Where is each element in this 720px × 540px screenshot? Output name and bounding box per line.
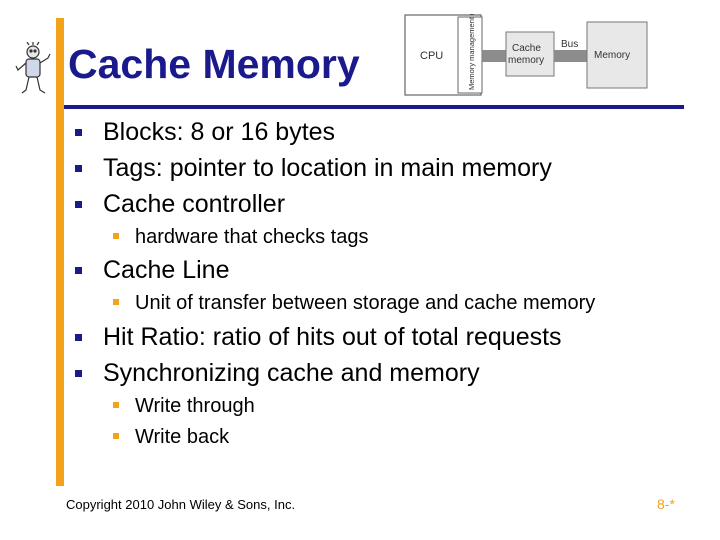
cache-box bbox=[505, 31, 555, 77]
bullet-text: Synchronizing cache and memory bbox=[103, 359, 480, 387]
bullet-marker bbox=[75, 370, 82, 377]
sub-bullet-marker bbox=[113, 402, 119, 408]
sub-bullet-write-through: Write through bbox=[113, 395, 255, 417]
mmu-box bbox=[457, 16, 483, 94]
bullet-text: Write through bbox=[135, 395, 255, 417]
page-title: Cache Memory bbox=[68, 41, 360, 87]
bullet-marker bbox=[75, 334, 82, 341]
bullet-text: Blocks: 8 or 16 bytes bbox=[103, 118, 336, 146]
bullet-synchronizing: Synchronizing cache and memory bbox=[75, 359, 480, 387]
bus-label: Bus bbox=[561, 39, 578, 50]
bullet-text: Tags: pointer to location in main memory bbox=[103, 154, 552, 182]
bullet-cache-line: Cache Line bbox=[75, 256, 230, 284]
mmu-label: Memory management unit bbox=[467, 14, 476, 90]
cache-label-line-2: memory bbox=[508, 55, 544, 66]
bus-connector bbox=[554, 50, 587, 62]
bullet-tags: Tags: pointer to location in main memory bbox=[75, 154, 552, 182]
bullet-marker bbox=[75, 201, 82, 208]
mascot-icon bbox=[15, 42, 51, 94]
cpu-label: CPU bbox=[420, 50, 443, 62]
cache-label: Cache memory bbox=[508, 43, 544, 66]
memory-box bbox=[586, 21, 648, 89]
bullet-text: hardware that checks tags bbox=[135, 226, 369, 248]
bullet-hit-ratio: Hit Ratio: ratio of hits out of total re… bbox=[75, 323, 562, 351]
bullet-marker bbox=[75, 267, 82, 274]
bullet-text: Write back bbox=[135, 426, 230, 448]
sub-bullet-marker bbox=[113, 433, 119, 439]
sub-bullet-write-back: Write back bbox=[113, 426, 230, 448]
sub-bullet-marker bbox=[113, 299, 119, 305]
cache-label-line-1: Cache bbox=[512, 43, 541, 54]
connector-cpu-cache bbox=[482, 50, 506, 62]
bullet-marker bbox=[75, 165, 82, 172]
architecture-diagram: CPU Memory management unit Cache memory … bbox=[404, 14, 648, 96]
title-rule bbox=[64, 105, 684, 109]
sub-bullet-marker bbox=[113, 233, 119, 239]
memory-label: Memory bbox=[594, 50, 630, 61]
bullet-text: Cache controller bbox=[103, 190, 286, 218]
bullet-cache-controller: Cache controller bbox=[75, 190, 286, 218]
bullet-blocks: Blocks: 8 or 16 bytes bbox=[75, 118, 336, 146]
accent-bar bbox=[56, 18, 64, 486]
bullet-text: Cache Line bbox=[103, 256, 230, 284]
page-number: 8-* bbox=[657, 496, 675, 512]
bullet-text: Hit Ratio: ratio of hits out of total re… bbox=[103, 323, 562, 351]
bullet-marker bbox=[75, 129, 82, 136]
bullet-text: Unit of transfer between storage and cac… bbox=[135, 292, 596, 314]
sub-bullet-unit-transfer: Unit of transfer between storage and cac… bbox=[113, 292, 596, 314]
copyright-footer: Copyright 2010 John Wiley & Sons, Inc. bbox=[66, 497, 296, 512]
sub-bullet-hardware: hardware that checks tags bbox=[113, 226, 369, 248]
